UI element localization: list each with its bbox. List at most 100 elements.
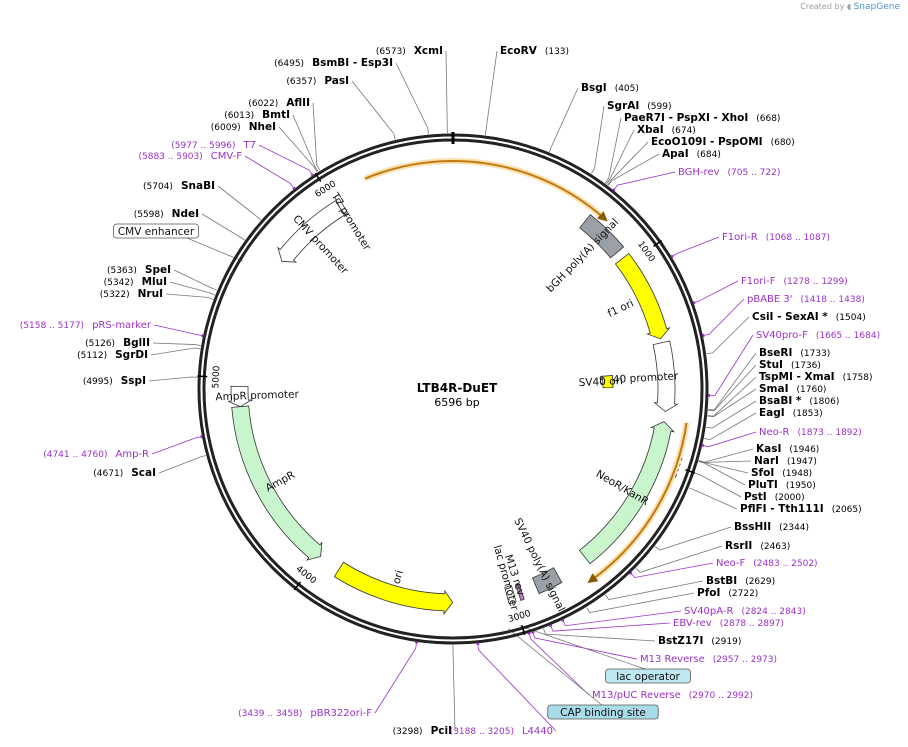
enzyme-position: (5363) (107, 266, 137, 276)
enzyme-name: BmtI (262, 109, 290, 121)
enzyme-label: PstI(2000) (744, 491, 805, 503)
enzyme-position: (5126) (85, 339, 115, 349)
primer-mark (292, 186, 296, 190)
enzyme-leader (689, 487, 738, 510)
primer-name: pRS-marker (92, 320, 152, 331)
enzyme-name: BsgI (581, 82, 607, 94)
enzyme-label: (3298)PciI (393, 725, 452, 737)
primer-name: SV40pA-R (684, 606, 733, 617)
enzyme-label: KasI(1946) (756, 443, 819, 455)
primer-leader (244, 155, 295, 189)
primer-leader (153, 324, 203, 337)
enzyme-position: (680) (771, 138, 795, 148)
enzyme-name: NheI (249, 121, 276, 133)
enzyme-label: PaeR7I - PspXI - XhoI(668) (624, 112, 780, 124)
enzyme-label: (5363)SpeI (107, 264, 171, 276)
enzyme-label: (6495)BsmBI - Esp3I (274, 57, 393, 69)
primer-marks (200, 173, 710, 645)
enzyme-label: SmaI(1760) (759, 383, 826, 395)
enzyme-position: (5704) (143, 182, 173, 192)
primer-leader (708, 334, 754, 396)
feature-label: SV40 promoter (599, 370, 679, 386)
box-feature-label: CAP binding site (560, 707, 646, 719)
enzyme-name: RsrII (725, 540, 752, 552)
site-labels: EcoRV(133)BsgI(405)SgrAI(599)PaeR7I - Ps… (20, 45, 880, 737)
enzyme-name: BglII (123, 337, 150, 349)
primer-name: pBABE 3' (747, 294, 793, 305)
enzyme-label: (6022) AflII (248, 97, 310, 109)
enzyme-name: NdeI (172, 208, 199, 220)
enzyme-leader (395, 62, 429, 135)
enzyme-leader (698, 460, 749, 474)
primer-leader (258, 144, 313, 176)
tick-mark (653, 240, 663, 248)
enzyme-label: BsaBI *(1806) (759, 395, 839, 407)
primer-position: (2957 .. 2973) (713, 655, 777, 665)
plasmid-name: LTB4R-DuET (417, 381, 498, 395)
primer-leader (374, 642, 417, 714)
enzyme-name: PciI (431, 725, 452, 737)
primer-name: Neo-F (716, 558, 746, 569)
enzyme-leader (278, 126, 318, 173)
label-leader-lines (148, 50, 757, 732)
enzyme-name: PflFI - Tth111I (740, 503, 824, 515)
feature-label: SV40 poly(A) signal (511, 516, 567, 613)
primer-position: (2970 .. 2992) (689, 691, 753, 701)
primer-leader (702, 431, 757, 448)
box-feature (605, 668, 691, 684)
orf-arc-right (587, 422, 688, 584)
orf-arcs (363, 158, 690, 584)
primer-position: (2824 .. 2843) (741, 607, 805, 617)
enzyme-position: (684) (697, 150, 721, 160)
primer-label: Neo-F(2483 .. 2502) (716, 558, 818, 569)
enzyme-name: BsaBI * (759, 395, 802, 407)
enzyme-name: PluTI (748, 479, 778, 491)
primer-label: EBV-rev(2878 .. 2897) (673, 618, 784, 629)
feature-m13-rev (515, 582, 525, 601)
primer-label: (3188 .. 3205)L4440 (450, 726, 553, 737)
tick-mark (314, 172, 322, 182)
enzyme-name: NarI (754, 455, 779, 467)
enzyme-label: EcoRV(133) (500, 45, 569, 57)
primer-label: M13 Reverse(2957 .. 2973) (640, 654, 777, 665)
primer-position: (4741 .. 4760) (43, 450, 107, 460)
enzyme-label: PfoI(2722) (697, 587, 758, 599)
primer-position: (1068 .. 1087) (766, 233, 830, 243)
enzyme-label: (5704)SnaBI (143, 180, 215, 192)
primer-position: (1418 .. 1438) (801, 295, 865, 305)
enzyme-leader (704, 412, 757, 441)
credit-prefix: Created by (800, 2, 845, 11)
enzyme-label: (5342)MluI (104, 276, 167, 288)
primer-position: (2878 .. 2897) (720, 619, 784, 629)
primer-label: BGH-rev(705 .. 722) (678, 167, 780, 178)
enzyme-name: EcoRV (500, 45, 538, 57)
primer-name: Neo-R (759, 427, 790, 438)
enzyme-label: (6013)BmtI (224, 109, 290, 121)
enzyme-name: KasI (756, 443, 781, 455)
primer-label: Neo-R(1873 .. 1892) (759, 427, 862, 438)
tick-mark (293, 581, 302, 591)
plasmid-size: 6596 bp (434, 396, 479, 409)
tick-label: 3000 (507, 609, 532, 625)
enzyme-leader (707, 388, 757, 418)
enzyme-position: (6022) (248, 99, 278, 109)
enzyme-position: (2463) (760, 542, 790, 552)
enzyme-name: AflII (286, 97, 310, 109)
feature-sv40-promoter (652, 340, 679, 413)
enzyme-label: NarI(1947) (754, 455, 817, 467)
enzyme-label: (5598)NdeI (134, 208, 199, 220)
box-leader (508, 628, 604, 707)
primer-position: (3188 .. 3205) (450, 727, 514, 737)
enzyme-leader (445, 50, 448, 134)
primer-leader (477, 643, 557, 732)
enzyme-position: (2344) (779, 523, 809, 533)
enzyme-position: (1504) (836, 313, 866, 323)
enzyme-leader (173, 269, 217, 291)
enzyme-leader (694, 472, 742, 498)
snapgene-credit: Created by ◖ SnapGene (800, 2, 900, 12)
primer-name: pBR322ori-F (310, 708, 372, 719)
enzyme-name: XcmI (414, 45, 443, 57)
enzyme-position: (5112) (77, 351, 107, 361)
primer-name: BGH-rev (678, 167, 720, 178)
